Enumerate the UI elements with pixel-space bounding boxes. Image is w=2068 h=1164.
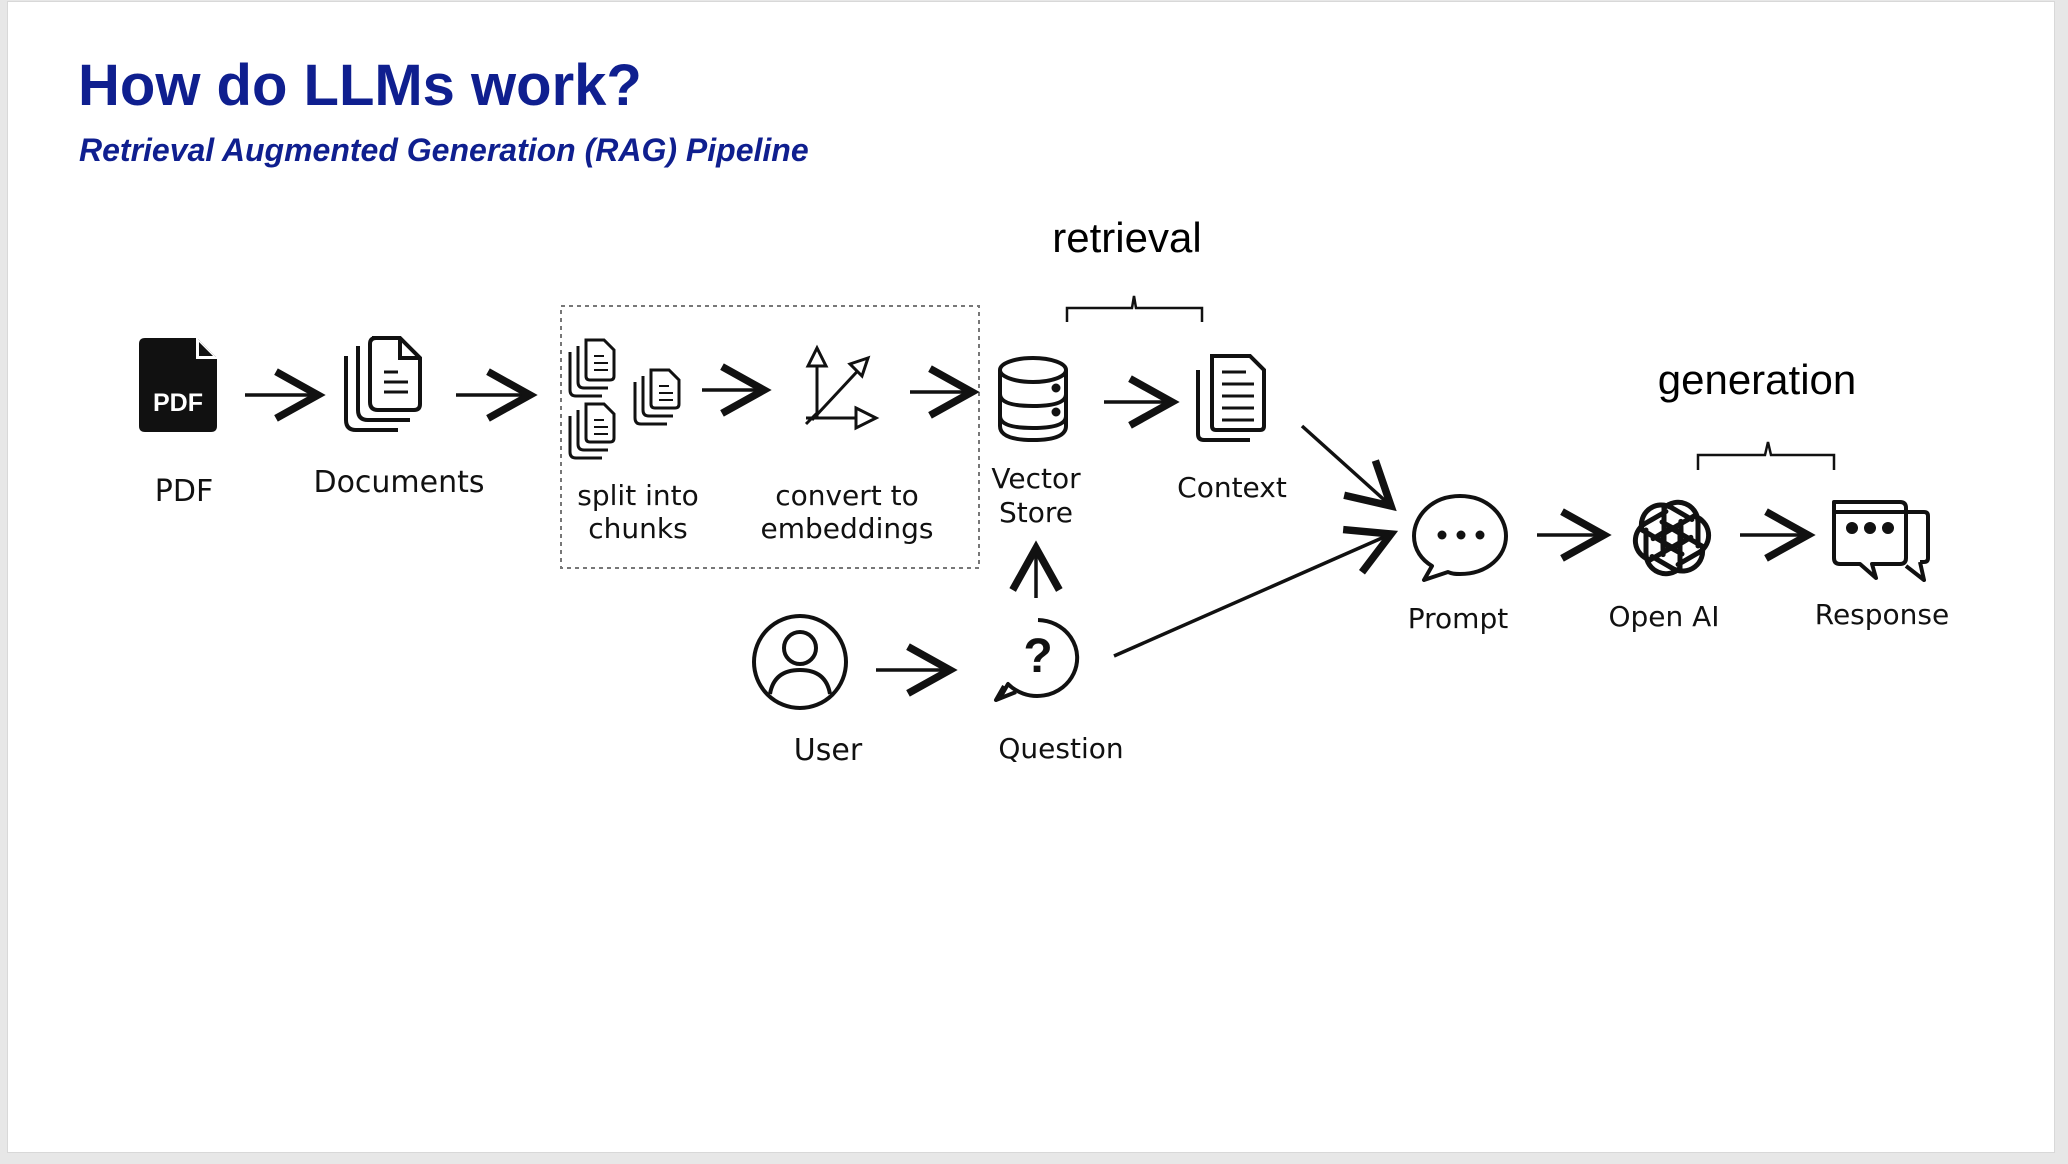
split-label-line2: chunks <box>588 512 687 545</box>
question-mark: ? <box>1023 630 1052 683</box>
response-label: Response <box>1815 598 1949 631</box>
user-label: User <box>794 733 863 768</box>
question-bubble-icon: ? <box>994 618 1080 702</box>
arrow-question-to-prompt <box>1113 525 1399 658</box>
page-title: How do LLMs work? <box>78 53 642 118</box>
arrow-context-to-prompt <box>1300 424 1397 512</box>
generation-brace <box>1696 441 1836 470</box>
generation-label: generation <box>1658 356 1857 403</box>
chat-bubble-icon <box>1412 494 1508 582</box>
vector-store-label-line1: Vector <box>991 462 1081 495</box>
edges <box>245 363 1816 697</box>
retrieval-section: retrieval <box>1052 214 1204 322</box>
embed-label-line2: embeddings <box>761 512 934 545</box>
split-label-line1: split into <box>577 479 698 512</box>
vector-axes-icon <box>804 344 880 431</box>
embed-label-line1: convert to <box>775 479 919 512</box>
node-openai: Open AI <box>1608 499 1720 633</box>
node-question: ? Question <box>994 618 1124 765</box>
documents-label: Documents <box>313 465 484 500</box>
node-user: User <box>752 614 863 768</box>
node-vector-store: Vector Store <box>991 356 1081 529</box>
pdf-icon-text: PDF <box>153 389 203 417</box>
user-icon <box>752 614 848 710</box>
node-split: split into chunks <box>568 338 699 545</box>
prompt-label: Prompt <box>1408 602 1508 635</box>
chunks-icon <box>568 338 681 460</box>
document-list-icon <box>1196 354 1266 442</box>
node-pdf: PDF PDF <box>139 338 217 509</box>
node-documents: Documents <box>313 336 485 500</box>
chat-bubbles-icon <box>1832 500 1930 582</box>
pdf-label: PDF <box>155 474 213 509</box>
openai-logo-icon <box>1632 499 1712 577</box>
retrieval-brace <box>1065 295 1204 322</box>
page-subtitle: Retrieval Augmented Generation (RAG) Pip… <box>79 132 809 168</box>
question-label: Question <box>998 732 1123 765</box>
openai-label: Open AI <box>1608 600 1719 633</box>
pdf-file-icon: PDF <box>139 338 217 432</box>
database-icon <box>998 356 1068 443</box>
node-embed: convert to embeddings <box>761 344 934 545</box>
retrieval-label: retrieval <box>1052 214 1201 261</box>
node-context: Context <box>1177 354 1287 504</box>
documents-stack-icon <box>344 336 422 432</box>
processing-group-box <box>560 305 980 569</box>
node-prompt: Prompt <box>1408 494 1508 635</box>
generation-section: generation <box>1658 356 1857 470</box>
node-response: Response <box>1815 500 1949 631</box>
context-label: Context <box>1177 471 1287 504</box>
vector-store-label-line2: Store <box>999 496 1073 529</box>
